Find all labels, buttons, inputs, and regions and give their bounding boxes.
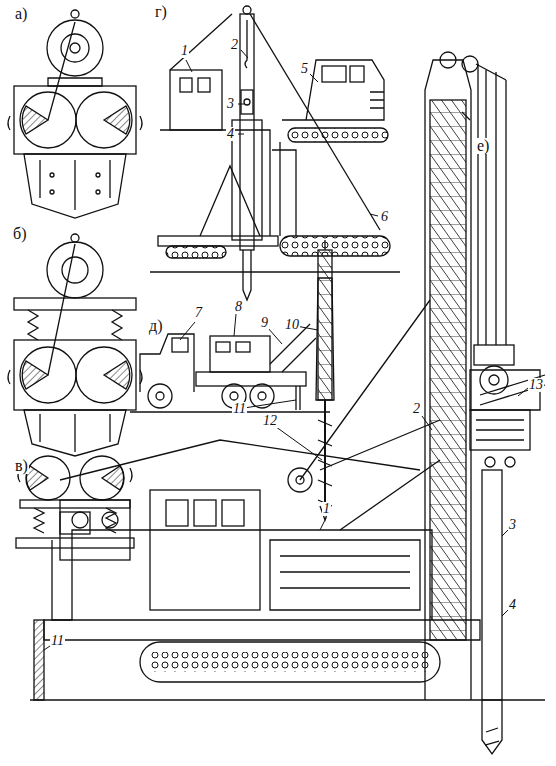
figure-letter: а) [14,6,28,22]
callout-number: 8 [234,300,243,314]
callout-number: 10 [284,318,300,332]
callout-number: 1 [180,44,189,58]
callout-number: 3 [508,518,517,532]
vibrator-b [8,234,142,456]
callout-number: 11 [232,402,247,416]
figure-letter: б) [12,226,27,242]
callout-number: 2 [412,402,421,416]
callout-number: 11 [50,634,65,648]
drilling-rig-d [130,240,334,520]
figure-letter: д) [148,318,163,334]
figure-letter: г) [154,4,168,20]
callout-number: 9 [260,316,269,330]
callout-number: 2 [230,38,239,52]
callout-number: 1 [322,502,331,516]
callout-number: 7 [194,306,203,320]
callout-number: 6 [380,210,389,224]
callout-number: 5 [300,62,309,76]
callout-number: 4 [508,598,517,612]
vibrator-a [8,10,142,218]
figure-letter: е) [476,138,490,154]
pile-driver-g [150,6,400,300]
callout-number: 4 [226,127,235,141]
leader-lines [44,50,528,650]
figure-letter: в) [14,458,29,474]
rig-e [30,52,545,754]
callout-number: 12 [262,414,278,428]
vibrator-c [16,456,134,548]
callout-number: 13 [528,378,544,392]
callout-number: 3 [226,97,235,111]
